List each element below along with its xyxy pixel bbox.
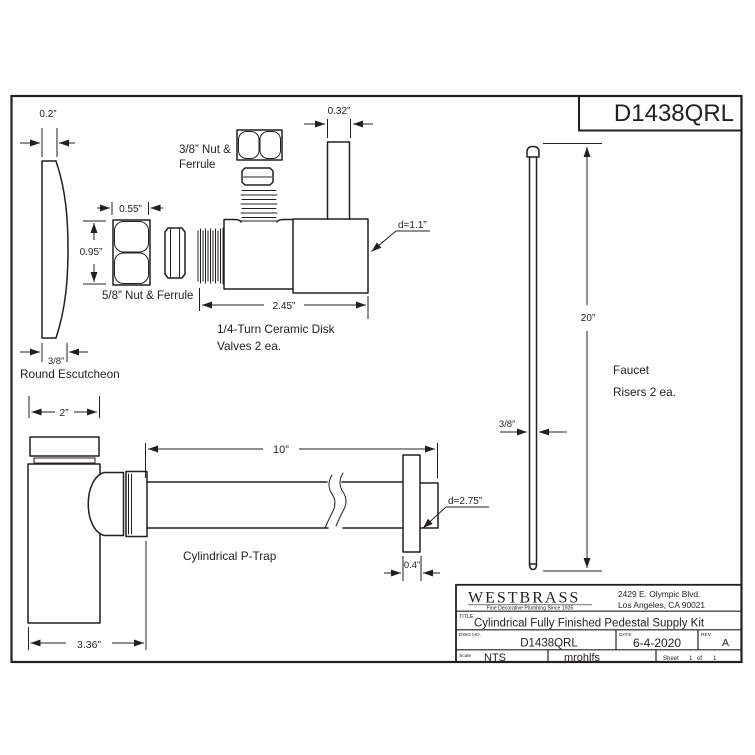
address-line1: 2429 E. Olympic Blvd.	[618, 589, 700, 599]
drawing-border-frame	[10, 94, 743, 664]
escutcheon-plate	[41, 160, 57, 339]
rev-label: REV	[701, 632, 712, 638]
brand-logo: WESTBRASS	[468, 590, 580, 607]
rev-value: A	[722, 637, 729, 649]
ferrule-3-8-outline	[241, 167, 274, 186]
scale-value: NTS	[484, 652, 506, 664]
ptrap-cap-band	[33, 457, 96, 464]
title-block: WESTBRASS Fine Decorative Plumbing Since…	[455, 583, 743, 664]
valve-length-dim: 2.45”	[273, 301, 296, 312]
nut-3-8-outline	[236, 129, 283, 161]
ptrap-flange-thickness-dim: 0.4”	[404, 560, 420, 571]
escutcheon-thickness-dim: 0.2”	[39, 109, 56, 120]
nut-5-8-label: 5/8” Nut & Ferrule	[102, 290, 193, 302]
brand-tagline: Fine Decorative Plumbing Since 1935	[487, 606, 574, 612]
nut-5-8-width-dim: 0.55”	[119, 204, 142, 215]
nut-3-8-label-line2: Ferrule	[179, 159, 215, 171]
ptrap-coupling-nut	[125, 470, 148, 538]
valve-inlet-threads	[240, 190, 278, 222]
valve-left-threads	[197, 227, 224, 285]
riser-label-line2: Risers 2 ea.	[613, 385, 676, 399]
ptrap-drawing: 2” 10” d=2.75” 0.4” 3.36” Cylindrical P-…	[27, 396, 489, 651]
scale-label: Scale	[459, 653, 472, 659]
escutcheon-label: Round Escutcheon	[20, 367, 120, 381]
riser-head	[526, 145, 540, 158]
riser-drawing: 20” 3/8” Faucet Risers 2 ea.	[499, 143, 676, 572]
ptrap-elbow	[87, 471, 125, 537]
nut-3-8-label-line1: 3/8” Nut &	[179, 144, 231, 156]
address-line2: Los Angeles, CA 90021	[618, 600, 705, 610]
sheet-label: Sheet	[663, 656, 679, 662]
sheet-total: 1	[713, 656, 717, 662]
author-value: mrohlfs	[564, 652, 601, 664]
valve-outlet-pipe	[326, 141, 351, 220]
ptrap-label: Cylindrical P-Trap	[183, 549, 277, 563]
drawing-title: Cylindrical Fully Finished Pedestal Supp…	[474, 618, 705, 630]
valve-label-line2: Valves 2 ea.	[217, 339, 281, 353]
valve-mid-body	[223, 218, 294, 290]
escutcheon-drawing: 0.2” 3/8” Round Escutcheon	[20, 109, 120, 381]
dwg-no-label: DWG NO.	[459, 632, 481, 638]
ptrap-body-width-dim: 3.36”	[77, 639, 101, 651]
title-label: TITLE	[459, 614, 474, 620]
drawing-number-box: D1438QRL	[578, 95, 743, 132]
riser-label-line1: Faucet	[613, 363, 650, 377]
valve-diameter-dim: d=1.1”	[398, 220, 427, 231]
escutcheon-depth-dim: 3/8”	[48, 356, 64, 367]
valve-outlet-dim: 0.32”	[328, 106, 351, 117]
riser-length-dim: 20”	[581, 313, 595, 324]
sheet-of: of	[697, 656, 702, 662]
dwg-no-value: D1438QRL	[520, 638, 578, 650]
ptrap-cap	[29, 436, 100, 457]
date-label: DATE	[619, 632, 632, 638]
ptrap-body	[27, 463, 101, 624]
ptrap-cap-dim: 2”	[59, 407, 69, 419]
ferrule-5-8-outline	[164, 227, 186, 279]
ptrap-flange-diameter-dim: d=2.75”	[448, 496, 482, 507]
nut-5-8-outline	[112, 219, 151, 286]
pipe-break-line	[324, 474, 336, 529]
ptrap-pipe	[146, 472, 404, 529]
valve-label-line1: 1/4-Turn Ceramic Disk	[217, 322, 335, 336]
nut-ferrule-5-8-drawing: 0.55” 0.95” 5/8” Nut & Ferrule	[80, 202, 193, 302]
sheet-number: 1	[689, 656, 693, 662]
date-value: 6-4-2020	[633, 636, 681, 650]
nut-5-8-height-dim: 0.95”	[80, 247, 103, 258]
escutcheon-dome	[55, 160, 69, 339]
riser-diameter-dim: 3/8”	[499, 419, 515, 430]
drawing-number-text: D1438QRL	[614, 100, 734, 127]
ptrap-pipe-length-dim: 10”	[273, 444, 289, 456]
valve-drawing: 0.32” d=1.1” 2.45” 3/8” Nut & Ferrule 1/…	[179, 106, 430, 353]
ptrap-flange	[402, 454, 421, 553]
ptrap-pipe-stub	[419, 482, 439, 529]
valve-main-body	[292, 218, 369, 294]
